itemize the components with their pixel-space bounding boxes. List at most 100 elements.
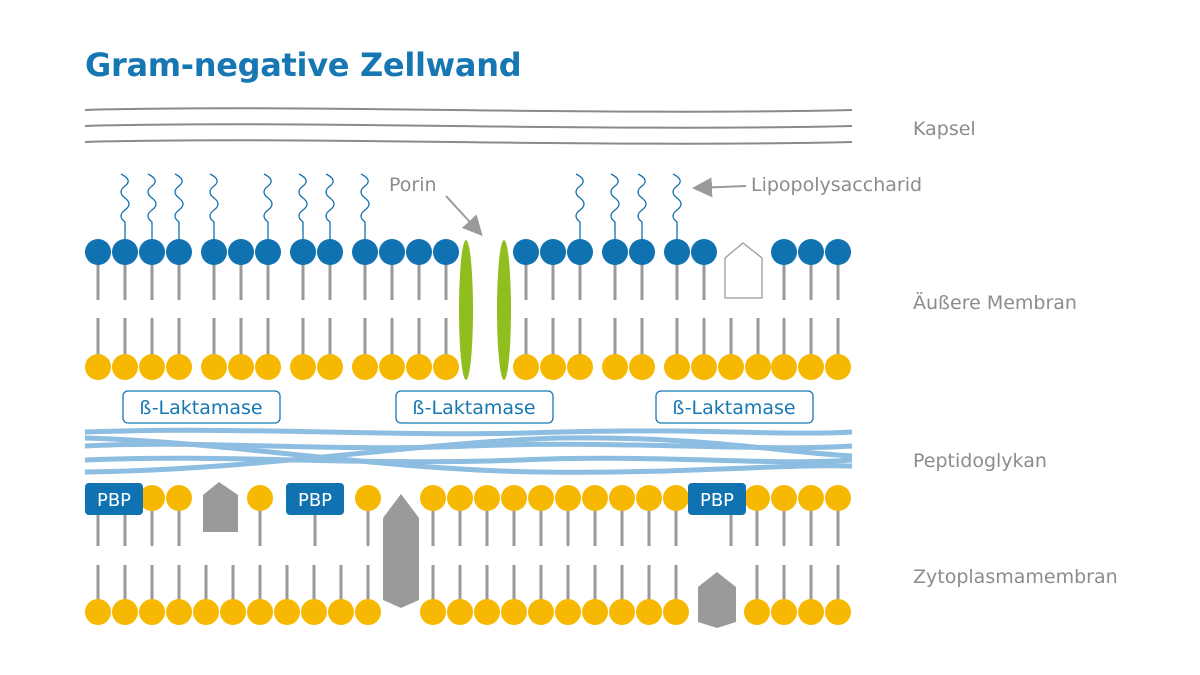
lipid-outer-top <box>513 239 539 300</box>
lipid-inner-bottom <box>447 565 473 625</box>
lipid-outer-bottom <box>602 318 628 380</box>
lipid-inner-top <box>771 485 797 546</box>
lipid-inner-top <box>825 485 851 546</box>
label-outer-membrane: Äußere Membran <box>913 292 1077 314</box>
lps-chain <box>209 173 219 240</box>
lipid-outer-top <box>664 239 690 300</box>
svg-text:ß-Laktamase: ß-Laktamase <box>672 397 795 419</box>
lipid-outer-top <box>540 239 566 300</box>
lipid-inner-top <box>447 485 473 546</box>
lipid-outer-bottom <box>85 318 111 380</box>
lipid-outer-top <box>352 239 378 300</box>
lipid-outer-bottom <box>379 318 405 380</box>
membrane-protein-1 <box>203 482 238 532</box>
lipid-outer-top <box>798 239 824 300</box>
lipid-inner-bottom <box>274 565 300 625</box>
svg-text:PBP: PBP <box>298 490 332 511</box>
cytoplasmic-membrane <box>85 485 851 625</box>
beta-lactamase-3: ß-Laktamase <box>655 390 814 424</box>
lps-chain <box>325 173 335 240</box>
svg-text:PBP: PBP <box>700 490 734 511</box>
lipid-outer-top <box>290 239 316 300</box>
lipid-inner-top <box>744 485 770 546</box>
lipid-outer-top <box>255 239 281 300</box>
lipid-outer-bottom <box>718 318 744 380</box>
lipid-inner-bottom <box>301 565 327 625</box>
lps-chain <box>174 173 184 240</box>
lipid-inner-bottom <box>798 565 824 625</box>
lps-chain <box>610 173 620 240</box>
lipid-inner-bottom <box>663 565 689 625</box>
lipid-outer-bottom <box>290 318 316 380</box>
lipid-inner-top <box>582 485 608 546</box>
membrane-protein-2 <box>698 572 736 628</box>
lps-chain <box>263 173 273 240</box>
lipid-outer-top <box>602 239 628 300</box>
lipid-inner-bottom <box>139 565 165 625</box>
lipid-inner-bottom <box>85 565 111 625</box>
porin-channel <box>459 240 511 380</box>
lipid-inner-bottom <box>247 565 273 625</box>
lipid-outer-bottom <box>406 318 432 380</box>
lps-chain <box>637 173 647 240</box>
lipid-outer-bottom <box>664 318 690 380</box>
lipid-inner-bottom <box>501 565 527 625</box>
lipid-outer-bottom <box>798 318 824 380</box>
lipid-outer-top <box>228 239 254 300</box>
lipid-inner-bottom <box>474 565 500 625</box>
label-peptidoglycan: Peptidoglykan <box>913 450 1047 472</box>
lipid-inner-top <box>247 485 273 546</box>
lipid-inner-bottom <box>744 565 770 625</box>
lipid-inner-top <box>474 485 500 546</box>
lipid-inner-top <box>166 485 192 546</box>
lipid-outer-bottom <box>745 318 771 380</box>
lipid-inner-bottom <box>166 565 192 625</box>
transmembrane-protein <box>383 494 419 608</box>
lipid-outer-bottom <box>433 318 459 380</box>
lipid-inner-bottom <box>420 565 446 625</box>
lipid-outer-top <box>166 239 192 300</box>
lipid-outer-bottom <box>825 318 851 380</box>
lipid-outer-top <box>629 239 655 300</box>
lipid-outer-bottom <box>513 318 539 380</box>
svg-text:PBP: PBP <box>97 490 131 511</box>
lipid-inner-bottom <box>112 565 138 625</box>
lipid-outer-top <box>112 239 138 300</box>
lipopolysaccharide-chains <box>120 173 682 240</box>
lipid-inner-top <box>798 485 824 546</box>
lipid-inner-bottom <box>825 565 851 625</box>
lipid-inner-bottom <box>355 565 381 625</box>
lipid-outer-bottom <box>166 318 192 380</box>
label-capsule: Kapsel <box>913 118 976 140</box>
lipid-outer-bottom <box>112 318 138 380</box>
lps-callout: Lipopolysaccharid <box>751 174 922 196</box>
porin-callout: Porin <box>389 174 437 196</box>
diagram-title: Gram-negative Zellwand <box>85 46 522 84</box>
lipid-inner-top <box>555 485 581 546</box>
lipid-inner-bottom <box>771 565 797 625</box>
lipid-outer-top <box>825 239 851 300</box>
lipid-outer-bottom <box>540 318 566 380</box>
lipid-outer-top <box>85 239 111 300</box>
beta-lactamase-2: ß-Laktamase <box>395 390 554 424</box>
lps-chain <box>672 173 682 240</box>
lipid-outer-top <box>139 239 165 300</box>
lipid-outer-bottom <box>255 318 281 380</box>
lipid-outer-top <box>379 239 405 300</box>
outer-membrane-protein <box>724 242 763 299</box>
lipid-inner-top <box>355 485 381 546</box>
lipid-inner-bottom <box>555 565 581 625</box>
lipid-outer-top <box>201 239 227 300</box>
lipid-outer-top <box>317 239 343 300</box>
lipid-outer-bottom <box>228 318 254 380</box>
pbp-1: PBP <box>85 483 143 515</box>
peptidoglycan-layer <box>84 427 853 475</box>
lipid-outer-bottom <box>771 318 797 380</box>
lipid-outer-bottom <box>691 318 717 380</box>
lipid-inner-bottom <box>609 565 635 625</box>
beta-lactamase-1: ß-Laktamase <box>122 390 281 424</box>
lipid-outer-bottom <box>317 318 343 380</box>
lipid-outer-bottom <box>201 318 227 380</box>
lipid-inner-bottom <box>528 565 554 625</box>
